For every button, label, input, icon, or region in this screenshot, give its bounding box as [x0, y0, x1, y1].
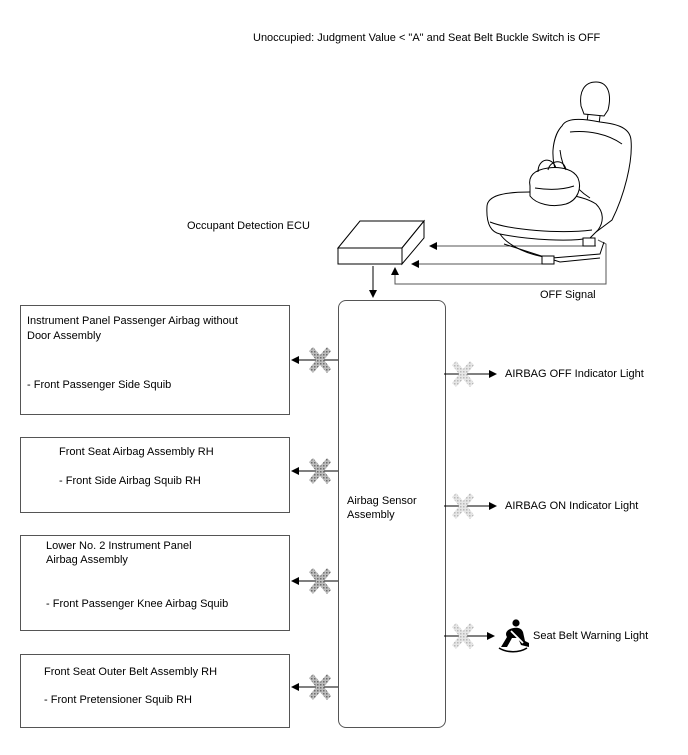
- passenger-airbag-title-2: Door Assembly: [27, 330, 101, 342]
- seat-signal-lines: [391, 239, 607, 285]
- front-seat-airbag-box: Front Seat Airbag Assembly RH - Front Si…: [20, 437, 290, 513]
- knee-airbag-title: Lower No. 2 Instrument Panel: [46, 540, 192, 552]
- seat-belt-warning-icon: [498, 619, 529, 653]
- x-mark-icon: [452, 361, 474, 387]
- airbag-sensor-label: Airbag Sensor: [347, 495, 417, 507]
- x-mark-icon: [309, 674, 331, 700]
- ecu-box-icon: [336, 219, 426, 266]
- front-side-airbag-squib: - Front Side Airbag Squib RH: [59, 475, 201, 487]
- knee-airbag-squib: - Front Passenger Knee Airbag Squib: [46, 598, 229, 610]
- ecu-label: Occupant Detection ECU: [187, 220, 310, 232]
- condition-title: Unoccupied: Judgment Value < "A" and Sea…: [253, 32, 601, 44]
- knee-airbag-box: Lower No. 2 Instrument Panel Airbag Asse…: [20, 535, 290, 631]
- x-mark-icon: [452, 623, 474, 649]
- left-output-arrows: [291, 356, 338, 691]
- passenger-airbag-title: Instrument Panel Passenger Airbag withou…: [27, 315, 238, 327]
- airbag-sensor-label-2: Assembly: [347, 509, 395, 521]
- front-seat-airbag-title: Front Seat Airbag Assembly RH: [59, 446, 214, 458]
- x-mark-icon: [309, 458, 331, 484]
- off-signal-label: OFF Signal: [540, 289, 596, 301]
- seat-belt-warning-label: Seat Belt Warning Light: [533, 630, 649, 642]
- x-mark-icon: [452, 493, 474, 519]
- x-mark-icon: [309, 347, 331, 373]
- outer-belt-title: Front Seat Outer Belt Assembly RH: [44, 666, 218, 678]
- right-output-arrows: [444, 370, 497, 640]
- airbag-sensor-box: Airbag Sensor Assembly: [338, 300, 446, 728]
- airbag-on-indicator-label: AIRBAG ON Indicator Light: [505, 500, 639, 512]
- passenger-airbag-box: Instrument Panel Passenger Airbag withou…: [20, 305, 290, 415]
- airbag-off-indicator-label: AIRBAG OFF Indicator Light: [505, 368, 644, 380]
- passenger-side-squib: - Front Passenger Side Squib: [27, 379, 172, 391]
- pretensioner-squib: - Front Pretensioner Squib RH: [44, 694, 192, 706]
- knee-airbag-title-2: Airbag Assembly: [46, 554, 128, 566]
- x-mark-icon: [309, 568, 331, 594]
- seat-with-bag-icon: [486, 81, 632, 265]
- outer-belt-box: Front Seat Outer Belt Assembly RH - Fron…: [20, 654, 290, 728]
